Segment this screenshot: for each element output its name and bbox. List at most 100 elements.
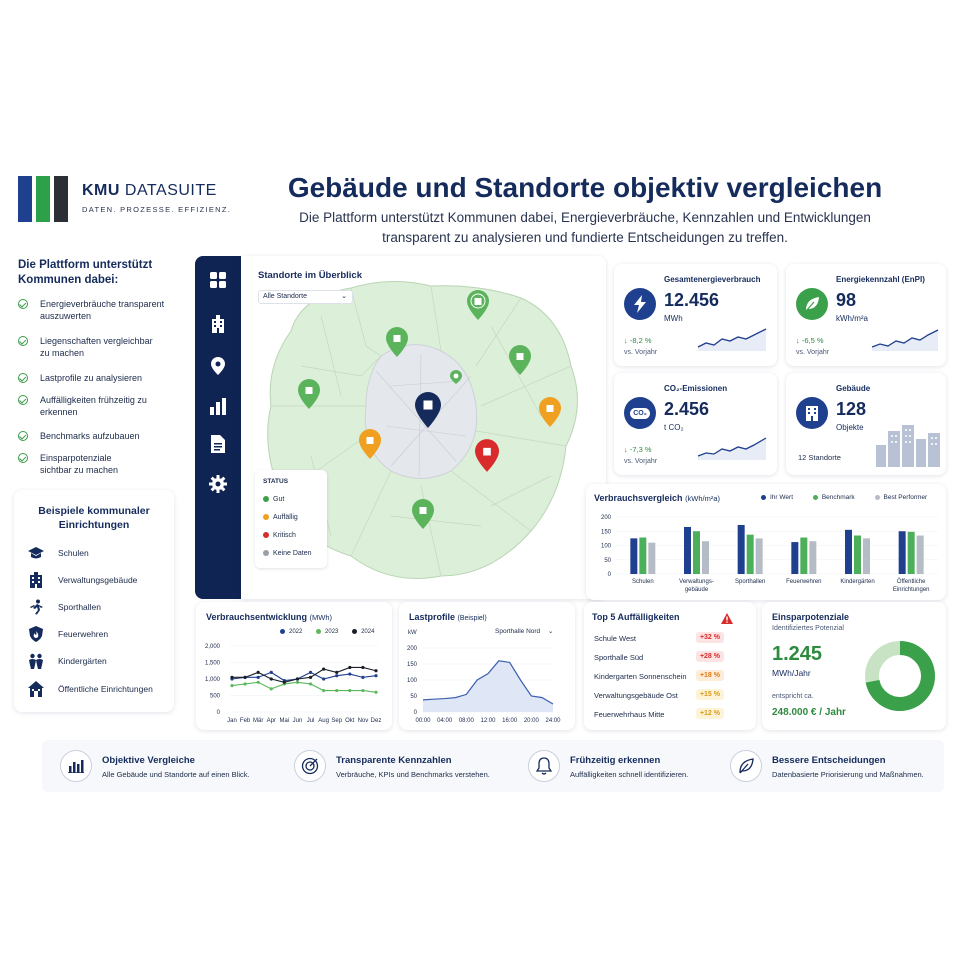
kpi-card-co2[interactable]: CO₂ CO₂-Emissionen 2.456 t CO₂ ↓ -7,3 % … <box>614 373 777 475</box>
bar-chart-icon[interactable] <box>208 396 228 416</box>
location-pin-selected[interactable] <box>415 392 441 433</box>
kpi-title: Gebäude <box>836 384 871 393</box>
top5-row[interactable]: Schule West+32 % <box>594 631 746 649</box>
savings-subtitle: Identifiziertes Potenzial <box>772 625 844 632</box>
x-tick-label: Aug <box>318 718 329 724</box>
status-label: Keine Daten <box>273 550 312 557</box>
document-icon[interactable] <box>208 434 228 454</box>
feature-title: Objektive Vergleiche <box>102 755 195 766</box>
legend-label: 2024 <box>361 629 375 636</box>
bar <box>845 529 852 574</box>
data-point <box>348 665 352 670</box>
x-tick-label: Kindergärten <box>840 579 874 585</box>
legend-swatch <box>280 629 285 634</box>
top5-row-name: Feuerwehrhaus Mitte <box>594 710 665 719</box>
city-skyline-illustration <box>876 425 940 467</box>
kpi-card-buildings[interactable]: Gebäude 128 Objekte 12 Standorte <box>786 373 946 475</box>
kpi-card-total-energy[interactable]: Gesamtenergieverbrauch 12.456 MWh ↓ -8,2… <box>614 264 777 366</box>
support-item-text: Energieverbräuche transparent auszuwerte… <box>40 299 165 321</box>
gear-icon[interactable] <box>208 474 228 494</box>
location-filter-select[interactable]: Alle Standorte ⌄ <box>258 290 353 304</box>
status-dot <box>263 514 269 521</box>
location-pin-critical[interactable] <box>475 439 499 477</box>
bar <box>755 538 763 574</box>
x-tick-label: Nov <box>358 718 369 724</box>
kpi-unit: t CO₂ <box>664 423 684 432</box>
facility-label: Sporthallen <box>58 602 102 612</box>
x-tick-label: Apr <box>267 718 276 724</box>
x-tick-label: Öffentliche <box>897 578 926 585</box>
kpi-sub-label: 12 Standorte <box>798 453 841 462</box>
location-pin-good[interactable] <box>412 499 434 534</box>
y-tick-label: 0 <box>217 710 221 716</box>
y-tick-label: 1,000 <box>205 677 221 683</box>
status-item-critical: Kritisch <box>263 532 296 539</box>
data-point <box>256 680 260 684</box>
top5-row-name: Schule West <box>594 634 636 643</box>
y-tick-label: 0 <box>414 710 418 716</box>
kpi-change: ↓ -8,2 % <box>624 336 652 345</box>
x-tick-label: Jul <box>307 718 315 724</box>
bar <box>800 537 808 574</box>
location-pin-good[interactable] <box>509 345 531 380</box>
data-point <box>348 688 352 693</box>
location-pin-warning[interactable] <box>539 397 561 432</box>
load-title-text: Lastprofile <box>409 612 456 622</box>
y-tick-label: 100 <box>601 544 612 550</box>
grid-icon[interactable] <box>208 270 228 290</box>
donut-slice <box>865 641 935 711</box>
x-tick-label: 08:00 <box>459 718 475 724</box>
legend-swatch <box>316 629 322 634</box>
load-building-select[interactable]: Sporthalle Nord ⌄ <box>495 627 553 635</box>
kpi-sparkline <box>871 329 939 351</box>
top5-row[interactable]: Kindergarten Sonnenschein+18 % <box>594 669 746 687</box>
support-item-text: Lastprofile zu analysieren <box>40 373 143 383</box>
buildings-icon[interactable] <box>208 314 228 334</box>
kpi-change-label: vs. Vorjahr <box>796 349 830 356</box>
location-pin-good[interactable] <box>298 379 320 414</box>
location-pin-good[interactable] <box>386 327 408 362</box>
feature-better-decisions: Bessere Entscheidungen Datenbasierte Pri… <box>730 748 940 788</box>
data-point <box>322 667 326 671</box>
check-icon <box>18 431 28 441</box>
top5-row[interactable]: Verwaltungsgebäude Ost+15 % <box>594 688 746 706</box>
top5-row[interactable]: Sporthalle Süd+28 % <box>594 650 746 668</box>
support-item-text: Liegenschaften vergleichbar zu machen <box>40 336 153 358</box>
check-icon <box>18 395 28 405</box>
top5-row[interactable]: Feuerwehrhaus Mitte+12 % <box>594 707 746 725</box>
comparison-title: Verbrauchsvergleich (kWh/m²a) <box>594 493 720 503</box>
kpi-card-enpi[interactable]: Energiekennzahl (EnPI) 98 kWh/m²a ↓ -6,5… <box>786 264 946 366</box>
data-point <box>230 675 234 679</box>
map-panel: Standorte im Überblick Alle Standorte ⌄ … <box>241 256 606 599</box>
x-tick-label: Jun <box>293 718 303 724</box>
bar <box>916 535 924 574</box>
top5-title: Top 5 Auffälligkeiten <box>592 612 680 622</box>
location-pin-icon[interactable] <box>208 356 228 376</box>
y-tick-label: 150 <box>407 662 418 668</box>
x-tick-label: 24:00 <box>545 718 561 724</box>
data-point <box>308 682 313 686</box>
bar <box>648 542 656 574</box>
savings-value: 1.245 <box>772 643 823 665</box>
location-pin-small[interactable] <box>450 370 462 389</box>
facilities-card: Beispiele kommunaler Einrichtungen <box>14 490 174 712</box>
running-person-icon <box>28 599 44 615</box>
bar <box>863 538 870 574</box>
savings-donut-chart <box>865 641 935 711</box>
facilities-title: Beispiele kommunaler Einrichtungen <box>38 505 150 531</box>
top5-row-name: Verwaltungsgebäude Ost <box>594 691 678 700</box>
bar <box>854 535 861 574</box>
x-tick-label: Sep <box>331 718 342 724</box>
x-tick-label: Verwaltungs- <box>679 579 714 585</box>
x-tick-label: Mär <box>253 718 263 724</box>
chevron-down-icon: ⌄ <box>547 628 554 635</box>
children-icon <box>28 653 44 669</box>
location-pin-warning[interactable] <box>359 429 381 464</box>
y-tick-label: 200 <box>407 646 418 652</box>
donut-slice <box>865 641 901 683</box>
bar <box>630 538 638 574</box>
check-icon <box>18 336 28 346</box>
x-tick-label: 12:00 <box>480 718 496 724</box>
data-point <box>269 687 273 691</box>
location-pin-good[interactable] <box>467 290 489 325</box>
